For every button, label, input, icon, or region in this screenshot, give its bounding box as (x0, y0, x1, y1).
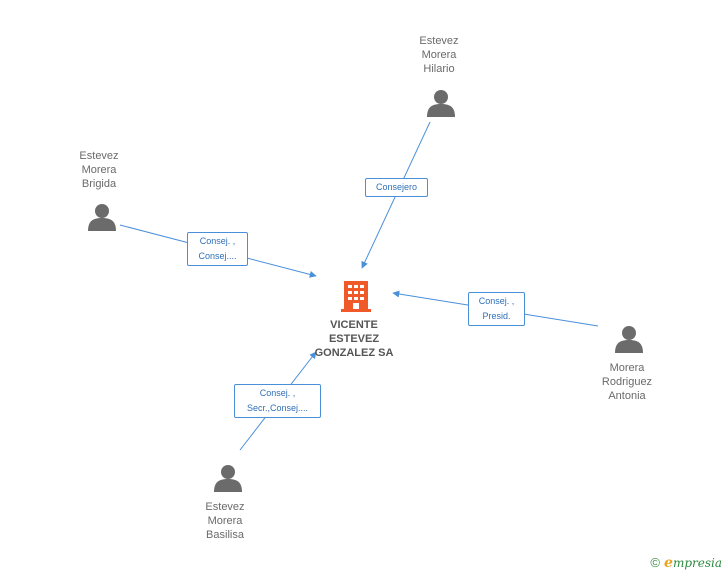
role-box-hilario[interactable]: Consejero (365, 178, 428, 197)
role-text: Consej. , (259, 388, 296, 398)
person-icon-brigida[interactable] (88, 204, 116, 231)
person-name-line: Estevez (419, 35, 459, 47)
person-name-basilisa[interactable]: Estevez Morera Basilisa (175, 500, 275, 542)
role-text: Consej.... (198, 251, 237, 261)
role-box-brigida[interactable]: Consej. , Consej.... (187, 232, 248, 266)
company-name[interactable]: VICENTE ESTEVEZ GONZALEZ SA (304, 318, 404, 360)
person-icon-hilario[interactable] (427, 90, 455, 117)
role-text: Consejero (375, 182, 418, 192)
role-text: Consej. , (199, 236, 236, 246)
company-name-line: GONZALEZ SA (314, 347, 394, 359)
role-box-basilisa[interactable]: Consej. , Secr.,Consej.... (234, 384, 321, 418)
person-name-line: Antonia (608, 390, 646, 402)
brand-logo[interactable]: ©empresia (650, 555, 722, 571)
person-name-line: Morera (421, 49, 457, 61)
role-box-antonia[interactable]: Consej. , Presid. (468, 292, 525, 326)
company-name-line: ESTEVEZ (328, 333, 380, 345)
person-icon-basilisa[interactable] (214, 465, 242, 492)
person-icon-antonia[interactable] (615, 326, 643, 353)
person-name-hilario[interactable]: Estevez Morera Hilario (389, 34, 489, 76)
person-name-line: Brigida (81, 178, 117, 190)
person-name-line: Morera (81, 164, 117, 176)
person-name-line: Morera (207, 515, 243, 527)
person-name-antonia[interactable]: Morera Rodriguez Antonia (577, 361, 677, 403)
copyright-symbol: © (650, 555, 661, 570)
role-text: Secr.,Consej.... (246, 403, 309, 413)
person-name-brigida[interactable]: Estevez Morera Brigida (49, 149, 149, 191)
person-name-line: Rodriguez (601, 376, 653, 388)
person-name-line: Basilisa (206, 529, 244, 541)
brand-first-letter: e (664, 555, 673, 571)
role-text: Consej. , (478, 296, 515, 306)
person-name-line: Hilario (423, 63, 455, 75)
building-icon[interactable] (341, 281, 371, 312)
role-text: Presid. (482, 311, 511, 321)
brand-name: mpresia (672, 556, 722, 570)
company-name-line: VICENTE (330, 319, 378, 331)
person-name-line: Estevez (79, 150, 119, 162)
person-name-line: Morera (609, 362, 645, 374)
person-name-line: Estevez (205, 501, 245, 513)
